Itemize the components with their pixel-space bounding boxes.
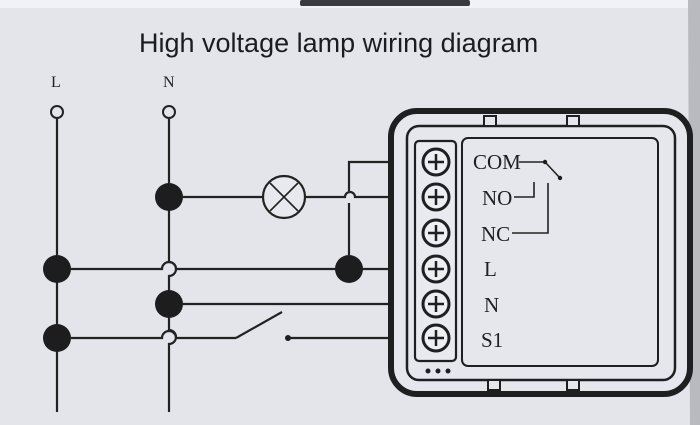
terminal-label-l: L <box>484 257 497 281</box>
rail-l-terminal-icon <box>50 105 64 119</box>
junction-n-module <box>155 290 183 318</box>
terminal-label-com: COM <box>473 150 521 174</box>
terminal-screw-com <box>421 147 451 177</box>
relay-contact-icon <box>512 159 563 234</box>
lamp-icon <box>261 174 307 220</box>
terminal-screw-n <box>421 289 451 319</box>
terminal-label-no: NO <box>482 186 512 210</box>
terminal-screw-l <box>421 254 451 284</box>
terminal-label-n: N <box>484 293 499 317</box>
terminal-label-nc: NC <box>481 222 510 246</box>
rail-label-n: N <box>163 74 175 91</box>
wire-lamp-to-no <box>305 190 420 199</box>
junction-l-switch <box>43 324 71 352</box>
wire-l-to-module <box>71 260 420 271</box>
junction-com-tie <box>335 255 363 283</box>
terminal-screw-s1 <box>421 323 451 353</box>
rail-n-terminal-icon <box>162 105 176 119</box>
terminal-screw-no <box>421 182 451 212</box>
diagram-title: High voltage lamp wiring diagram <box>139 28 538 58</box>
rail-label-l: L <box>51 74 61 91</box>
junction-l-supply <box>43 255 71 283</box>
top-mark <box>300 0 470 6</box>
terminal-label-s1: S1 <box>481 328 503 352</box>
terminal-screw-nc <box>421 218 451 248</box>
wire-l-to-switch <box>71 329 236 340</box>
junction-n-lamp <box>155 183 183 211</box>
